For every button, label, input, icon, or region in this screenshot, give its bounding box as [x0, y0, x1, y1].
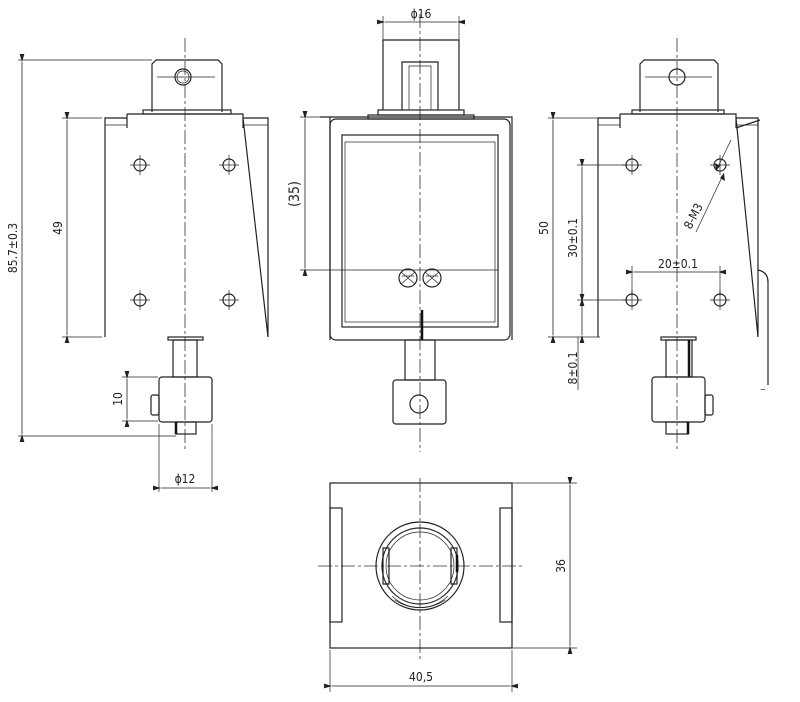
dim-width-40-5: 40,5: [409, 670, 433, 684]
dim-phi16: ϕ16: [411, 7, 432, 21]
thread-spec-label: 8-M3: [681, 201, 706, 231]
bottom-view: 36 40,5: [318, 477, 577, 692]
dim-35: (35): [287, 181, 303, 207]
front-view: ϕ16 (35): [287, 7, 513, 452]
mounting-holes: [130, 155, 239, 310]
left-view: 85.7±0.3 49 10 ϕ12: [6, 38, 269, 492]
dim-phi12: ϕ12: [175, 472, 196, 486]
dim-nut-height: 10: [111, 392, 125, 406]
dim-hole-spacing-vertical: 30±0.1: [566, 218, 580, 258]
mounting-holes: [622, 155, 730, 310]
dim-hole-spacing-horizontal: 20±0.1: [658, 257, 698, 271]
dim-body-height-50: 50: [537, 221, 551, 235]
dim-body-height-49: 49: [51, 221, 65, 235]
right-view: ~ 50 30±0.1 20±0.1 8±0.1 8-M3: [537, 38, 769, 452]
dim-width-36: 36: [554, 559, 568, 573]
dim-overall-length: 85.7±0.3: [6, 223, 20, 273]
dim-hole-offset: 8±0.1: [566, 351, 580, 384]
wire-lead-mark: ~: [760, 385, 766, 394]
